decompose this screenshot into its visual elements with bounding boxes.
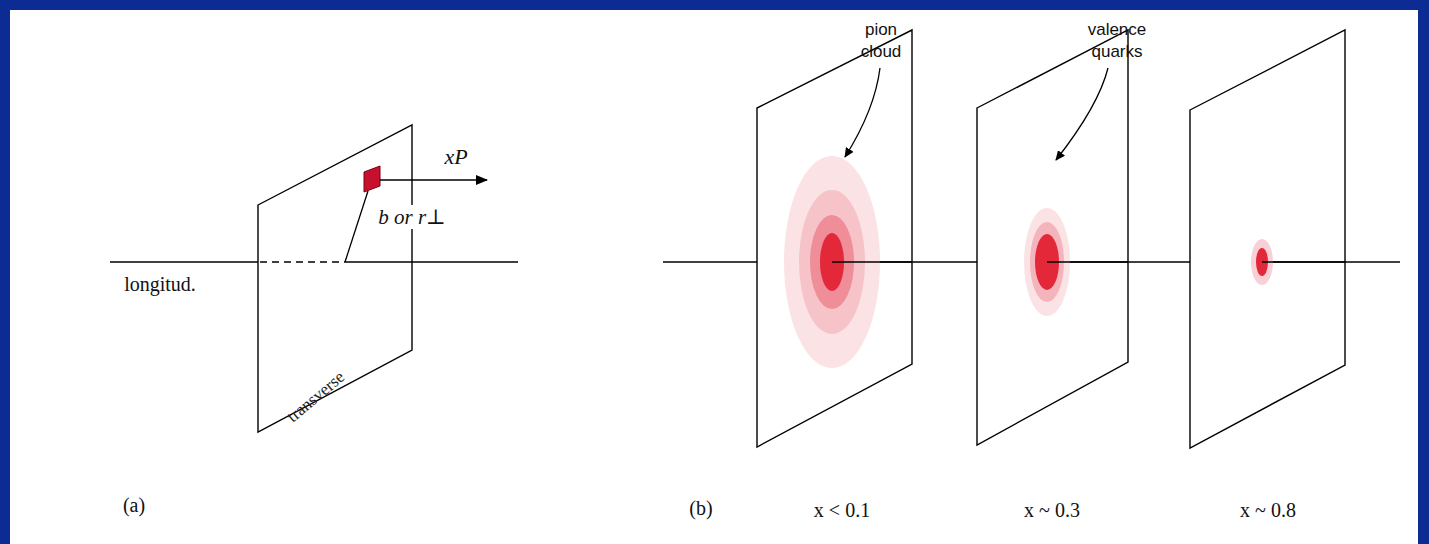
impact-parameter-label: b or r⊥ (376, 205, 448, 229)
density-cloud (784, 156, 912, 368)
density-cloud (1251, 239, 1345, 285)
momentum-label: xP (444, 144, 467, 169)
callout-label: pion cloud (855, 19, 907, 63)
slide-frame (0, 0, 1429, 10)
transverse-plane (977, 30, 1128, 445)
slide-frame (0, 0, 10, 544)
panel-label: (a) (123, 494, 145, 517)
momentum-arrow (380, 179, 487, 181)
x-range-label: x ~ 0.8 (1240, 499, 1296, 522)
density-cloud (1024, 208, 1128, 316)
impact-parameter-line (345, 191, 368, 262)
leader-arrow (1056, 68, 1108, 160)
longitudinal-axis (110, 262, 518, 263)
x-range-label: x < 0.1 (814, 499, 870, 522)
transverse-plane: transverse (258, 125, 412, 432)
leader-arrow (845, 68, 880, 157)
transverse-plane (757, 30, 912, 447)
x-range-label: x ~ 0.3 (1024, 499, 1080, 522)
parton-square (364, 166, 380, 192)
axis-label: longitud. (124, 273, 196, 296)
plane-label: transverse (283, 367, 349, 427)
slide-frame (1418, 0, 1429, 544)
callout-label: valence quarks (1082, 19, 1152, 63)
panel-label: (b) (689, 497, 712, 520)
transverse-plane (1190, 30, 1345, 448)
